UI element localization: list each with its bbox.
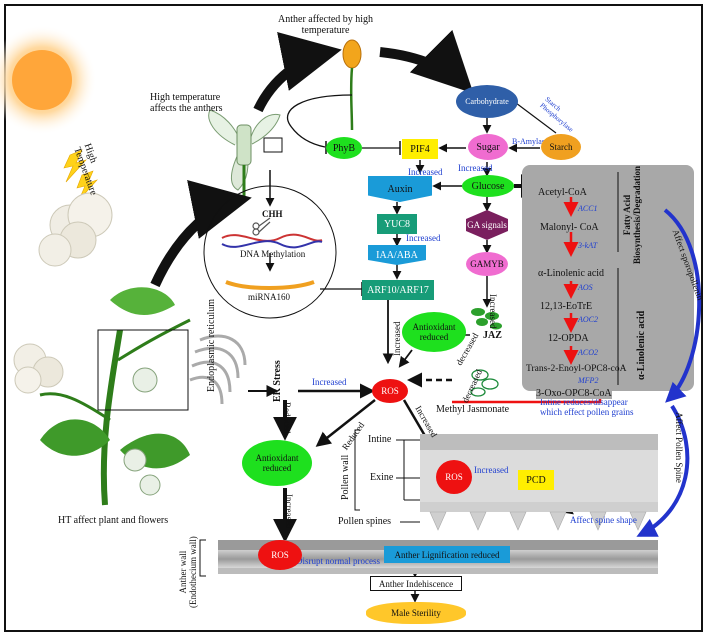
intine-reduces-label: Intine reduces/disappear which effect po…	[540, 397, 634, 417]
gamyb-node: GAMYB	[466, 252, 508, 276]
enzyme-3: AOC2	[578, 315, 598, 324]
edge-label-sugar-glucose: Increased	[458, 163, 493, 173]
yuc8-label: YUC8	[383, 218, 411, 230]
affect-spine-shape-label: Affect spine shape	[570, 515, 637, 525]
endoplasmic-reticulum-label: Endoplasmic reticulum	[206, 298, 217, 392]
phyb-node: PhyB	[326, 137, 362, 159]
pathway-item-0: Acetyl-CoA	[538, 187, 587, 198]
scissors-icon	[252, 217, 271, 236]
carbohydrate-label: Carbohydrate	[465, 97, 509, 106]
high-temp-affects-anthers-label: High temperature affects the anthers	[150, 92, 223, 114]
ros-label-anther: ROS	[271, 550, 289, 560]
pollen-spines-label: Pollen spines	[338, 516, 392, 527]
lightning-icon	[63, 149, 98, 201]
anther-illustration	[342, 39, 362, 131]
alpha-linolenic-pathway-label: α-Linolenic acid	[636, 310, 647, 380]
male-sterility-label: Male Sterility	[391, 608, 441, 618]
ros-label-pollen: ROS	[445, 472, 463, 482]
iaa-aba-label: IAA/ABA	[376, 249, 418, 261]
ros-node-center: ROS	[372, 379, 408, 403]
jaz-label: JAZ	[483, 330, 502, 341]
glucose-node: Glucose	[462, 175, 514, 197]
edge-label-arf-ros: Increased	[392, 321, 402, 356]
pcd-label: PCD	[526, 474, 546, 486]
disrupt-label: Disrupt normal process	[296, 556, 380, 566]
lignification-node: Anther Lignification reduced	[384, 546, 510, 563]
gamyb-label: GAMYB	[470, 259, 504, 269]
pollen-wall-label: Pollen wall	[340, 454, 351, 500]
phyb-label: PhyB	[332, 142, 356, 154]
methylation-circle	[203, 185, 337, 319]
edge-label-er-antiox: Reduced	[282, 402, 292, 434]
ht-affect-plant-label: HT affect plant and flowers	[58, 515, 169, 526]
pathway-item-3: 12,13-EoTrE	[540, 301, 593, 312]
edge-label-antiox-ros: Increased	[284, 494, 294, 529]
pathway-item-1: Malonyl- CoA	[540, 222, 599, 233]
pathway-item-5: Trans-2-Enoyl-OPC8-coA	[526, 364, 627, 374]
affect-pollen-spine-label: Affect Pollen Spine	[674, 412, 684, 483]
glucose-label: Glucose	[471, 180, 505, 192]
pif4-node: PIF4	[402, 139, 438, 159]
methyl-jasmonate-label: Methyl Jasmonate	[436, 404, 510, 415]
lignification-label: Anther Lignification reduced	[394, 549, 500, 560]
jaz-icon	[471, 308, 502, 330]
enzyme-4: ACO2	[578, 348, 598, 357]
arf-node: ARF10/ARF17	[362, 280, 434, 300]
fatty-acid-panel	[522, 165, 694, 391]
indehiscence-node: Anther Indehiscence	[370, 576, 462, 591]
edge-label-pif4-auxin: Increased	[408, 167, 443, 177]
methyl-jasmonate-icon	[470, 369, 499, 397]
sugar-label: Sugar	[476, 141, 500, 153]
edge-label-gamyb-jaz: Increased	[488, 294, 498, 329]
anther-affected-label: Anther affected by high temperature	[278, 14, 374, 36]
b-amylase-label: B-Amylase	[512, 137, 549, 146]
sugar-node: Sugar	[468, 134, 508, 160]
fatty-acid-label: Fatty Acid Biosynthesis/Degradation	[622, 165, 642, 264]
pif4-label: PIF4	[410, 143, 430, 155]
mirna160-label: miRNA160	[248, 292, 291, 302]
enzyme-5: MFP2	[578, 376, 599, 385]
exine-label: Exine	[370, 472, 394, 483]
indehiscence-label: Anther Indehiscence	[378, 578, 454, 589]
intine-label: Intine	[368, 434, 392, 445]
enzyme-0: ACC1	[578, 204, 598, 213]
chh-label: CHH	[262, 209, 283, 219]
enzyme-1: 3-kAT	[578, 241, 598, 250]
ros-node-anther: ROS	[258, 540, 302, 570]
antioxidant-label-lower: Antioxidant reduced	[255, 453, 299, 473]
endoplasmic-reticulum-icon	[189, 334, 247, 405]
antioxidant-label-upper: Antioxidant reduced	[412, 322, 456, 342]
starch-label: Starch	[549, 142, 573, 152]
ga-signals-label: GA signals	[467, 220, 507, 230]
yuc8-node: YUC8	[377, 214, 417, 234]
anther-wall-label: Anther wall (Endothecium wall)	[178, 536, 198, 608]
antioxidant-node-upper: Antioxidant reduced	[402, 312, 466, 352]
starch-node: Starch	[541, 134, 581, 160]
ros-label-center: ROS	[381, 386, 399, 396]
pathway-item-4: 12-OPDA	[548, 333, 589, 344]
pcd-node: PCD	[518, 470, 554, 490]
antioxidant-node-lower: Antioxidant reduced	[242, 440, 312, 486]
edge-label-yuc8-iaa: Increased	[406, 233, 441, 243]
male-sterility-node: Male Sterility	[366, 602, 466, 624]
arf-label: ARF10/ARF17	[367, 284, 429, 296]
ros-node-pollen: ROS	[436, 460, 472, 494]
plant-illustration	[13, 192, 191, 506]
iaa-aba-node: IAA/ABA	[368, 245, 426, 265]
diagram-frame	[4, 4, 703, 632]
pathway-item-6: 3-Oxo-OPC8-CoA	[536, 388, 612, 399]
pathway-item-2: α-Linolenic acid	[538, 268, 605, 279]
dna-methylation-label: DNA Methylation	[240, 249, 306, 259]
edge-label-er-ros: Increased	[312, 377, 347, 387]
flower-illustration	[208, 109, 283, 200]
edge-label-ros-pcd: Increased	[474, 465, 509, 475]
auxin-label: Auxin	[387, 183, 413, 195]
enzyme-2: AOS	[578, 283, 593, 292]
carbohydrate-node: Carbohydrate	[456, 85, 518, 118]
er-stress-label: ER Stress	[272, 360, 283, 402]
